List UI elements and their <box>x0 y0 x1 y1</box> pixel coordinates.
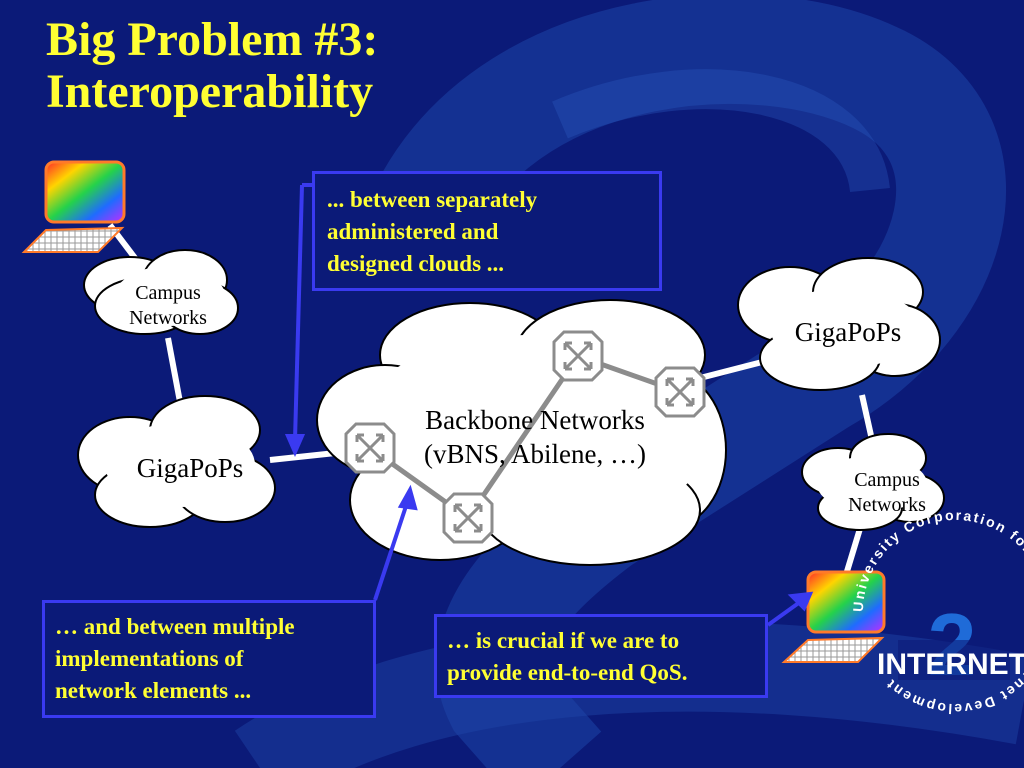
gigapops-cloud-left <box>77 395 276 528</box>
gigapops-label-right: GigaPoPs <box>794 317 902 347</box>
router-icon <box>654 366 706 418</box>
router-icon <box>344 422 396 474</box>
campus-networks-cloud-right <box>801 433 945 531</box>
backbone-networks-label: Backbone Networks (vBNS, Abilene, …) <box>424 404 646 472</box>
callout-bottom-right-line-1: … is crucial if we are to <box>447 628 680 653</box>
pointer-top-callout-drop <box>293 184 304 441</box>
pointer-bottom-right-callout <box>766 600 802 627</box>
title-line-1: Big Problem #3: <box>46 13 379 66</box>
link-campus-left-to-gigapops-left <box>165 337 183 403</box>
campus-label-line-1: Campus <box>135 282 201 304</box>
backbone-label-line-2: (vBNS, Abilene, …) <box>424 438 646 469</box>
arrowhead <box>787 591 814 612</box>
callout-bottom-left-line-3: network elements ... <box>55 678 252 703</box>
laptop-computer-icon <box>781 570 886 663</box>
callout-bottom-left: … and between multiple implementations o… <box>42 600 376 718</box>
laptop-computer-icon <box>21 160 126 253</box>
callout-bottom-left-line-1: … and between multiple <box>55 614 295 639</box>
campus-networks-label-right: Campus Networks <box>848 468 926 518</box>
title-line-2: Interoperability <box>46 65 374 118</box>
router-icon <box>552 330 604 382</box>
callout-bottom-right: … is crucial if we are to provide end-to… <box>434 614 768 698</box>
campus-networks-label-left: Campus Networks <box>129 281 207 331</box>
callout-bottom-right-line-2: provide end-to-end QoS. <box>447 660 688 685</box>
gigapops-label-left: GigaPoPs <box>136 453 244 483</box>
network-links <box>107 223 875 579</box>
arrowhead <box>284 434 306 457</box>
logo-center-text: INTERNET <box>877 648 1024 681</box>
callout-top-line-3: designed clouds ... <box>327 251 505 276</box>
backbone-label-line-1: Backbone Networks <box>425 405 645 435</box>
callout-top: ... between separately administered and … <box>312 171 662 291</box>
slide-title: Big Problem #3: Interoperability <box>46 14 378 118</box>
backbone-router-path <box>368 353 681 522</box>
campus-networks-cloud-left <box>83 249 239 335</box>
callout-top-line-2: administered and <box>327 219 499 244</box>
pointer-bottom-left-callout <box>373 499 410 601</box>
arrowhead <box>397 484 418 511</box>
campus-label-line-2: Networks <box>848 494 926 516</box>
link-campus-right-to-computer <box>842 521 865 579</box>
callout-bottom-left-line-2: implementations of <box>55 646 244 671</box>
campus-label-line-2: Networks <box>129 307 207 329</box>
router-icon <box>442 492 494 544</box>
gigapops-cloud-right <box>737 257 941 391</box>
callout-pointers <box>284 183 814 627</box>
campus-label-line-1: Campus <box>854 469 920 491</box>
callout-top-line-1: ... between separately <box>327 187 538 212</box>
link-gigapops-right-to-campus-right <box>859 394 875 441</box>
link-backbone-to-gigapops-right <box>699 357 771 381</box>
